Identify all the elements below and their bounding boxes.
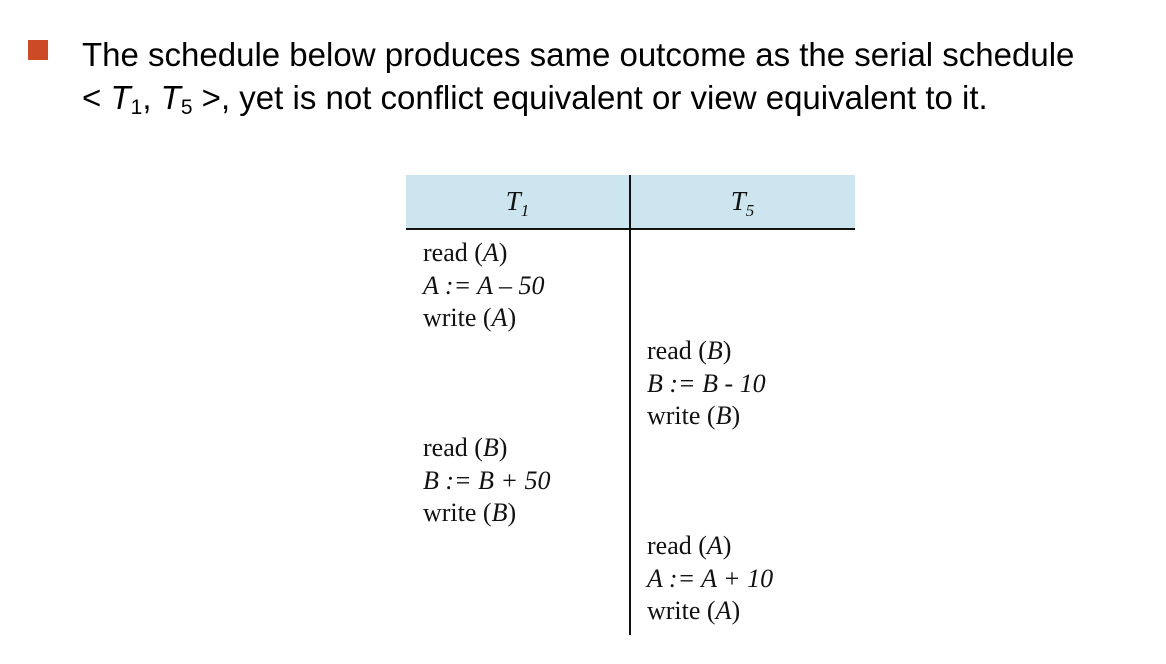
serial-t1-letter: T [110,79,131,116]
op-line: read (B) [647,336,732,365]
op-line: B := B - 10 [647,368,766,398]
column-divider [629,175,631,635]
t1-header-subscript: 1 [520,201,530,220]
serial-t1-subscript: 1 [130,96,143,119]
op-line: write (B) [423,498,517,527]
serial-t5-letter: T [160,79,181,116]
op-line: B := B + 50 [423,465,551,495]
op-line: read (B) [423,433,508,462]
op-line: write (A) [423,303,517,332]
op-line: A := A + 10 [647,563,774,593]
column-header-t1: T1 [406,183,629,229]
op-line: read (A) [423,238,508,267]
t1-header-letter: T [505,186,521,216]
serial-comma: , [142,79,161,116]
bullet-line-1: The schedule below produces same outcome… [82,36,1075,73]
bullet-square-shape [28,40,48,60]
bullet-line-2-rest: >, yet is not conflict equivalent or vie… [192,79,988,116]
op-line: read (A) [647,531,732,560]
t1-ops-block-1: read (A) A := A – 50 write (A) [423,237,545,335]
t5-header-subscript: 5 [745,201,755,220]
op-line: write (B) [647,401,741,430]
bullet-square-icon [28,40,48,60]
open-angle: < [82,79,111,116]
op-line: write (A) [647,596,741,625]
bullet-text: The schedule below produces same outcome… [82,33,1162,129]
t1-ops-block-2: read (B) B := B + 50 write (B) [423,432,551,530]
t5-ops-block-1: read (B) B := B - 10 write (B) [647,335,766,433]
column-header-t5: T5 [631,183,854,229]
op-line: A := A – 50 [423,270,545,300]
t5-ops-block-2: read (A) A := A + 10 write (A) [647,530,773,628]
schedule-table: T1 T5 read (A) A := A – 50 write (A) rea… [406,175,855,635]
t5-header-letter: T [730,186,746,216]
serial-t5-subscript: 5 [180,96,193,119]
bullet-line-2: < T1, T5 >, yet is not conflict equivale… [82,76,1162,129]
